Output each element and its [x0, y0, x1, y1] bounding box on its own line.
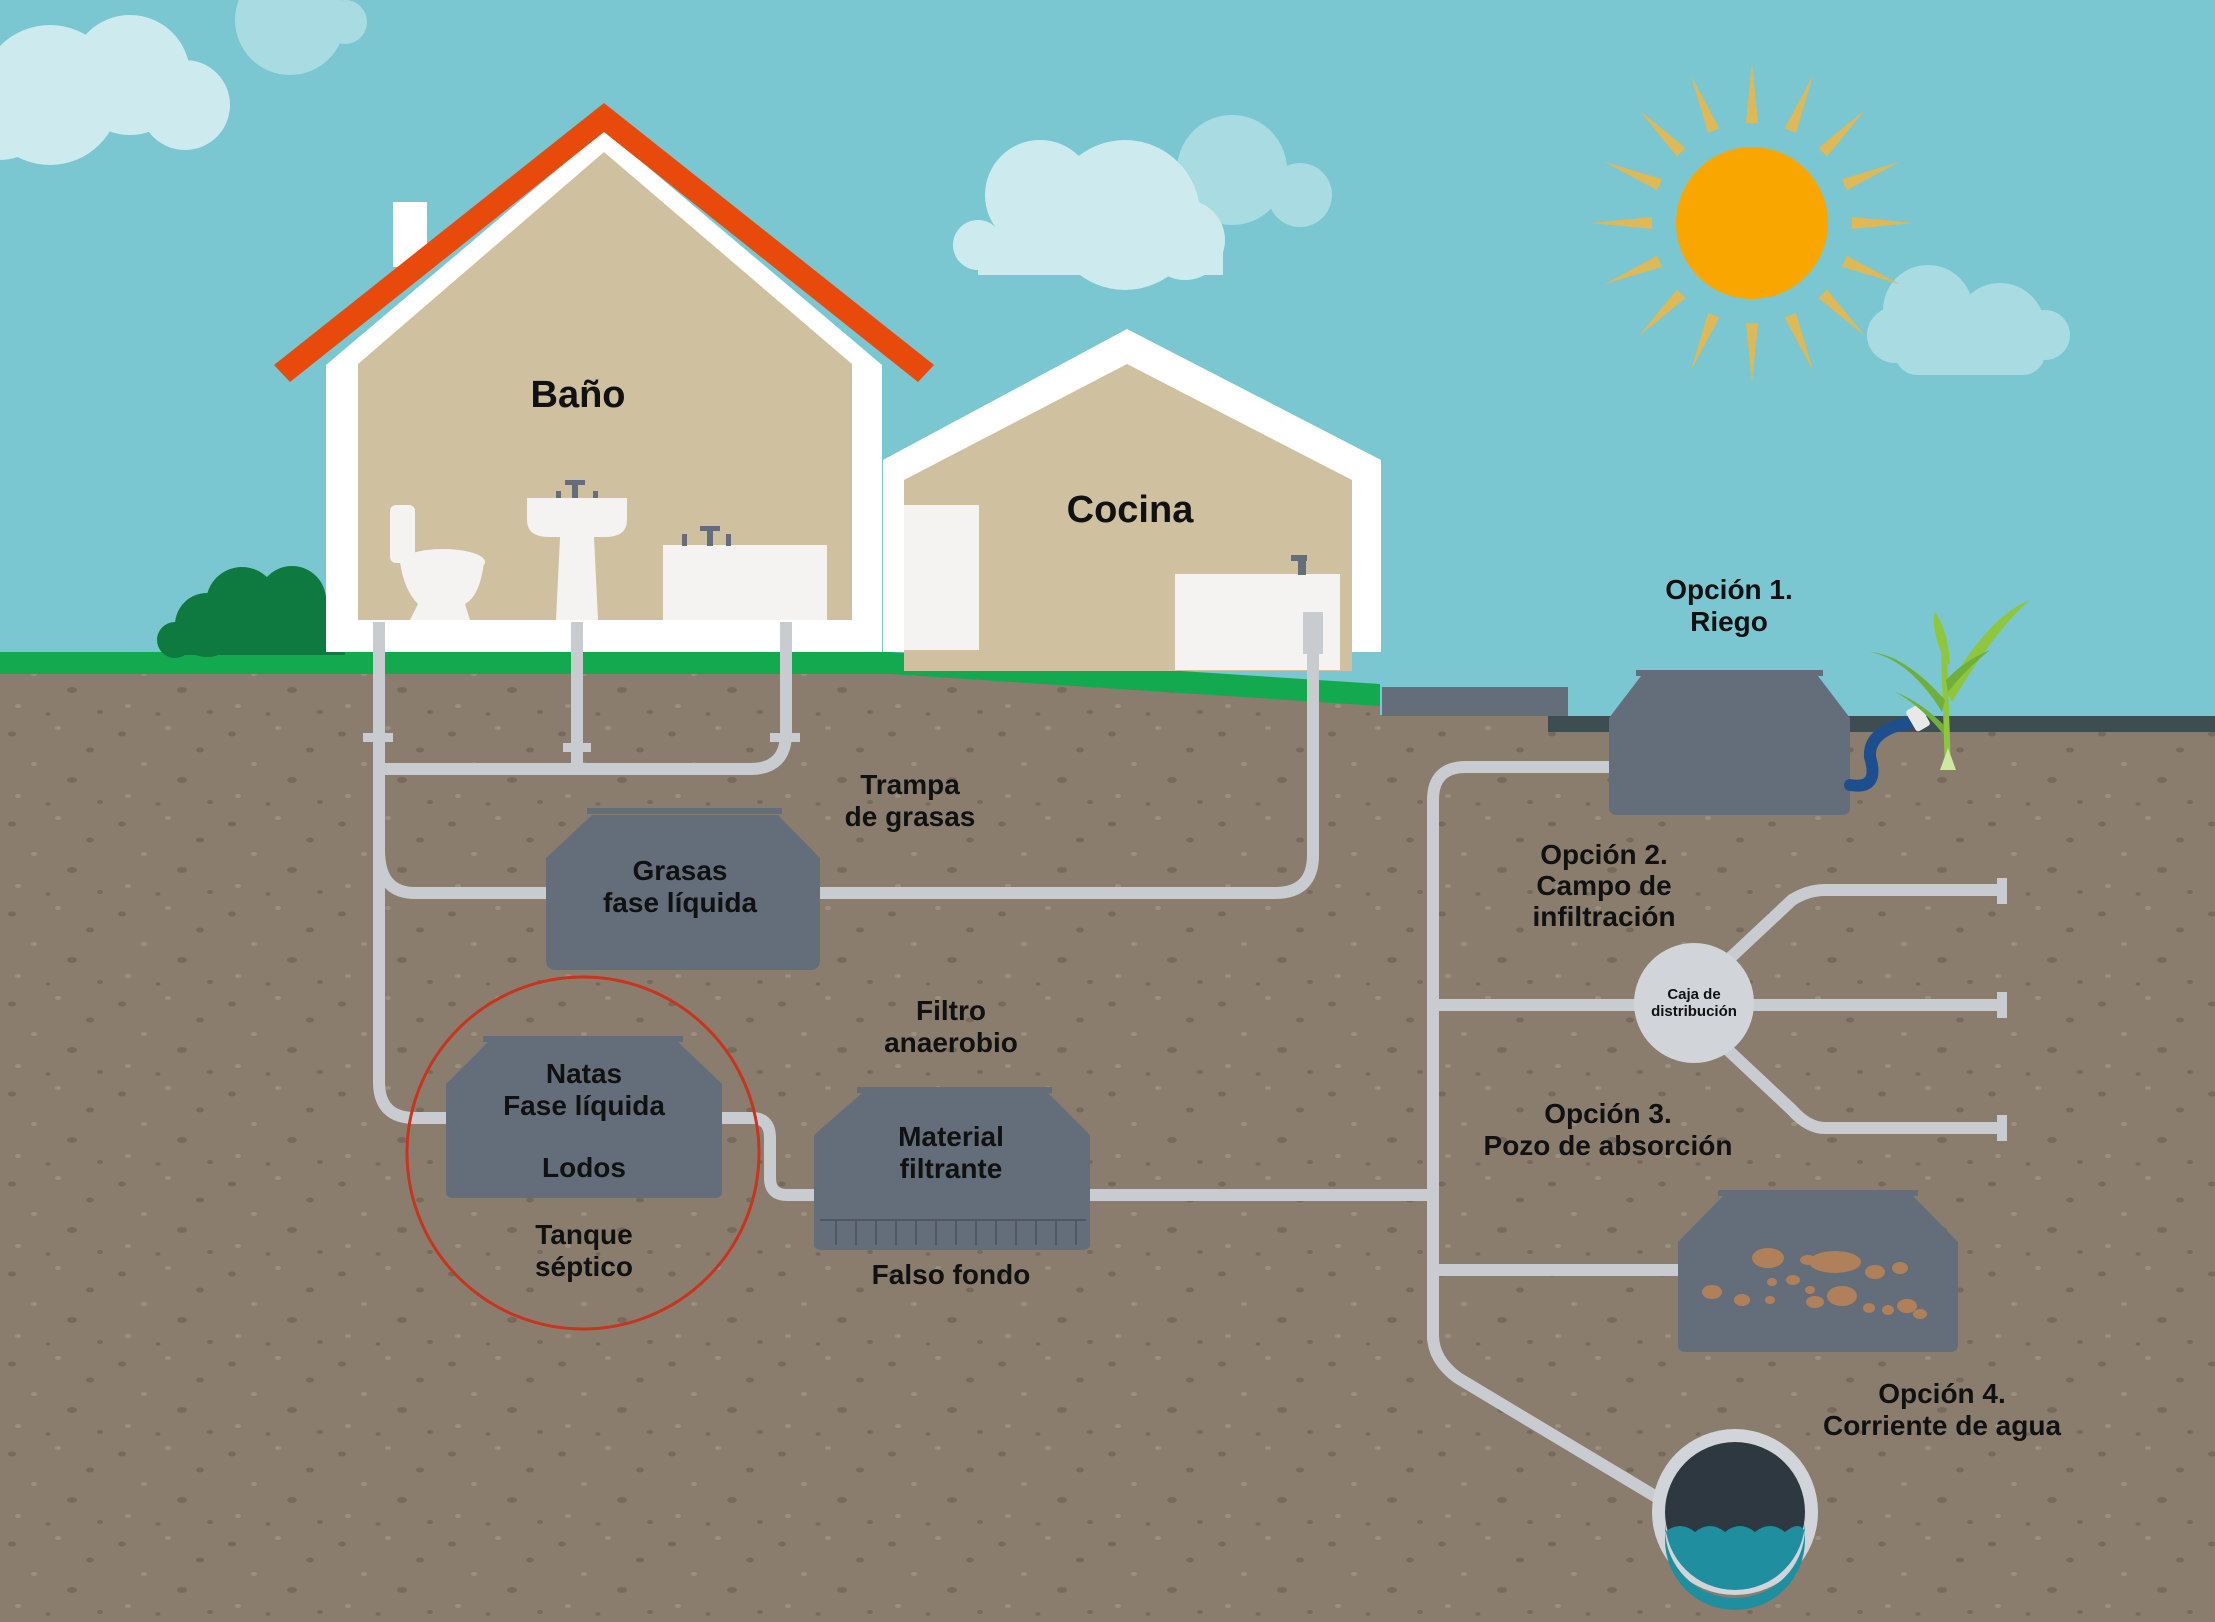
- label-falso-fondo: Falso fondo: [872, 1259, 1031, 1290]
- sun-icon: [1592, 63, 1912, 383]
- label-lodos: Lodos: [542, 1152, 626, 1183]
- fridge: [904, 505, 979, 650]
- cloud-top-left: [0, 0, 367, 165]
- hose-nozzle: [1906, 704, 1930, 732]
- label-opcion1-2: Riego: [1690, 606, 1768, 637]
- bathtub-icon: [663, 526, 827, 620]
- toilet-icon: [390, 505, 485, 620]
- label-fase-liquida: Fase líquida: [503, 1090, 665, 1121]
- ground-slab: [1382, 687, 1568, 716]
- distribution-box: [1634, 943, 1754, 1063]
- label-trampa-2: de grasas: [845, 801, 976, 832]
- irrigation-hose: [1844, 716, 1918, 792]
- label-opcion3-2: Pozo de absorción: [1484, 1130, 1733, 1161]
- absorption-pit: [1678, 1190, 1958, 1352]
- gravel-stones: [1702, 1248, 1927, 1319]
- house-kitchen: [883, 329, 1381, 671]
- corn-plant-icon: [1870, 600, 2030, 771]
- cloud-middle: [953, 115, 1332, 290]
- label-caja-1: Caja de: [1667, 986, 1720, 1003]
- septic-tank-highlight-circle: [405, 975, 761, 1331]
- label-opcion1-1: Opción 1.: [1665, 574, 1793, 605]
- label-tanque-2: séptico: [535, 1251, 633, 1282]
- septic-tank: [446, 1036, 722, 1198]
- label-opcion3-1: Opción 3.: [1544, 1098, 1672, 1129]
- label-opcion2-3: infiltración: [1532, 901, 1675, 932]
- label-filtro-2: anaerobio: [884, 1027, 1018, 1058]
- label-material-2: filtrante: [900, 1153, 1003, 1184]
- water-stream: [1652, 1429, 1818, 1610]
- label-material-1: Material: [898, 1121, 1004, 1152]
- label-cocina: Cocina: [1067, 489, 1195, 531]
- sink-icon: [527, 480, 627, 620]
- label-filtro-1: Filtro: [916, 995, 986, 1026]
- kitchen-faucet-icon: [1298, 557, 1306, 575]
- label-natas: Natas: [546, 1058, 622, 1089]
- irrigation-tank: [1609, 670, 1850, 815]
- label-opcion2-1: Opción 2.: [1540, 839, 1668, 870]
- label-opcion4-1: Opción 4.: [1878, 1378, 2006, 1409]
- bush-icon: [157, 566, 348, 658]
- cloud-right: [1867, 265, 2070, 375]
- label-grasas-2: fase líquida: [603, 887, 757, 918]
- label-bano: Baño: [531, 374, 626, 416]
- anaerobic-filter-tank: [814, 1087, 1090, 1250]
- soil: [0, 672, 2215, 1622]
- label-grasas-1: Grasas: [633, 855, 728, 886]
- false-bottom-grid: [835, 1220, 1077, 1245]
- grease-trap-tank: [546, 808, 820, 970]
- label-tanque-1: Tanque: [535, 1219, 632, 1250]
- label-opcion4-2: Corriente de agua: [1823, 1410, 2061, 1441]
- label-opcion2-2: Campo de: [1536, 870, 1671, 901]
- house-bathroom: [274, 103, 934, 652]
- kitchen-drain-pipe: [1303, 612, 1323, 654]
- label-trampa-1: Trampa: [860, 769, 960, 800]
- label-caja-2: distribución: [1651, 1003, 1737, 1020]
